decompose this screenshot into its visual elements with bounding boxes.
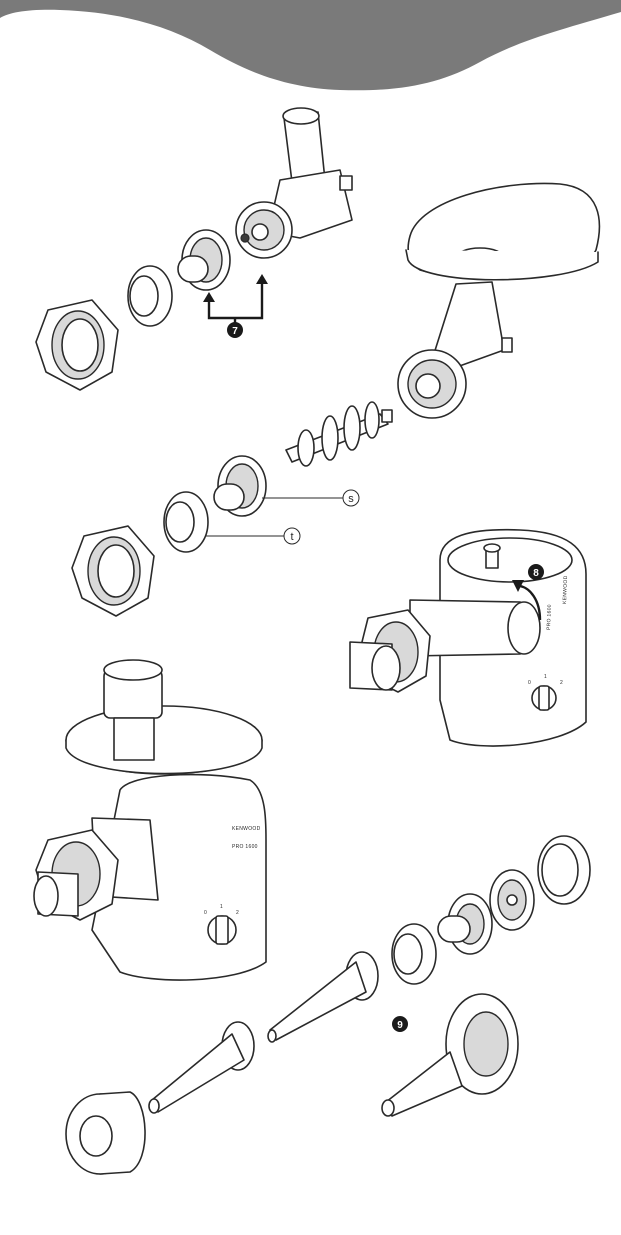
callout-t: t (284, 528, 300, 544)
dial-mark-0-lever: 0 (528, 680, 531, 686)
step-9-number: 9 (397, 1020, 403, 1031)
step-badge-8: 8 (528, 564, 544, 580)
step-badge-7: 7 (227, 322, 243, 338)
step-8-number: 8 (533, 568, 539, 579)
callout-s-letter: s (348, 493, 354, 505)
figure-appliance-lever (350, 530, 586, 746)
dial-mark-0-assembled: 0 (204, 910, 207, 916)
dial-mark-1-assembled: 1 (220, 904, 223, 910)
callout-s: s (343, 490, 359, 506)
step-7-number: 7 (232, 326, 238, 337)
model-label-assembled: PRO 1600 (232, 844, 258, 850)
callout-t-letter: t (290, 531, 293, 543)
figure-kibbe-assembly (36, 108, 352, 390)
step-badge-9: 9 (392, 1016, 408, 1032)
figure-appliance-assembled (34, 660, 266, 980)
model-label-lever: PRO 1600 (546, 604, 553, 630)
dial-mark-2-lever: 2 (560, 680, 563, 686)
dial-mark-1-lever: 1 (544, 674, 547, 680)
brand-label-assembled: KENWOOD (232, 826, 261, 832)
header-band (0, 0, 621, 90)
dial-mark-2-assembled: 2 (236, 910, 239, 916)
brand-label-lever: KENWOOD (562, 575, 569, 604)
